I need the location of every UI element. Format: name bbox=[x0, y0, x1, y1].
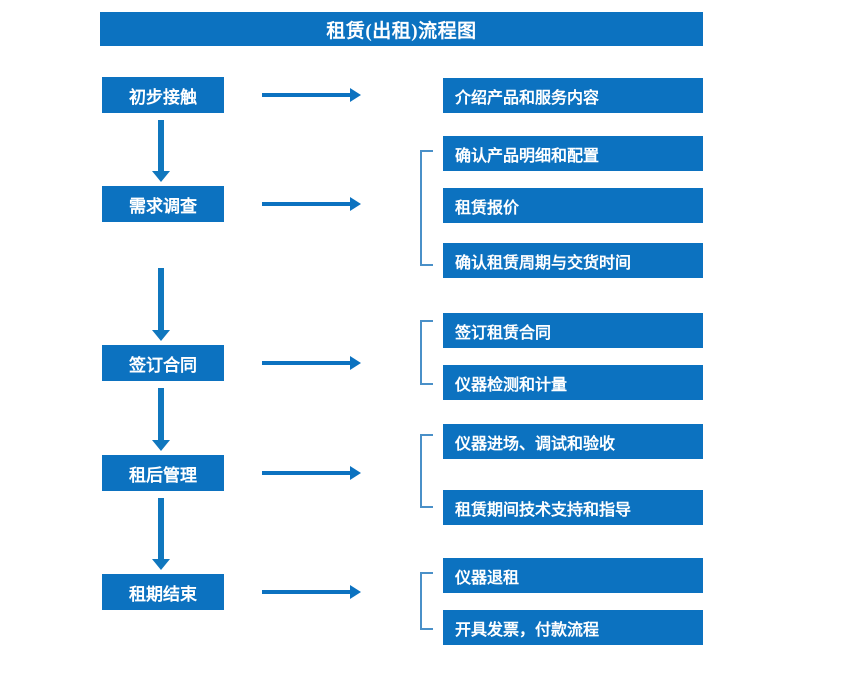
detail-box-4[interactable]: 确认租赁周期与交货时间 bbox=[443, 243, 703, 278]
stage-box-5[interactable]: 租期结束 bbox=[102, 574, 224, 610]
group-bracket-1 bbox=[420, 150, 433, 266]
detail-box-7[interactable]: 仪器进场、调试和验收 bbox=[443, 424, 703, 459]
horizontal-arrow-1 bbox=[262, 88, 361, 102]
horizontal-arrow-3 bbox=[262, 356, 361, 370]
stage-box-1[interactable]: 初步接触 bbox=[102, 77, 224, 113]
horizontal-arrow-4 bbox=[262, 466, 361, 480]
detail-box-10[interactable]: 开具发票，付款流程 bbox=[443, 610, 703, 645]
detail-box-1[interactable]: 介绍产品和服务内容 bbox=[443, 78, 703, 113]
group-bracket-2 bbox=[420, 320, 433, 385]
group-bracket-3 bbox=[420, 434, 433, 508]
detail-box-9[interactable]: 仪器退租 bbox=[443, 558, 703, 593]
detail-box-5[interactable]: 签订租赁合同 bbox=[443, 313, 703, 348]
stage-box-4[interactable]: 租后管理 bbox=[102, 455, 224, 491]
vertical-arrow-2 bbox=[152, 268, 170, 341]
detail-box-2[interactable]: 确认产品明细和配置 bbox=[443, 136, 703, 171]
vertical-arrow-4 bbox=[152, 498, 170, 570]
detail-box-8[interactable]: 租赁期间技术支持和指导 bbox=[443, 490, 703, 525]
detail-box-3[interactable]: 租赁报价 bbox=[443, 188, 703, 223]
stage-box-3[interactable]: 签订合同 bbox=[102, 345, 224, 381]
horizontal-arrow-2 bbox=[262, 197, 361, 211]
horizontal-arrow-5 bbox=[262, 585, 361, 599]
vertical-arrow-3 bbox=[152, 388, 170, 451]
group-bracket-4 bbox=[420, 572, 433, 630]
vertical-arrow-1 bbox=[152, 120, 170, 182]
page-title: 租赁(出租)流程图 bbox=[100, 12, 703, 46]
detail-box-6[interactable]: 仪器检测和计量 bbox=[443, 365, 703, 400]
stage-box-2[interactable]: 需求调查 bbox=[102, 186, 224, 222]
